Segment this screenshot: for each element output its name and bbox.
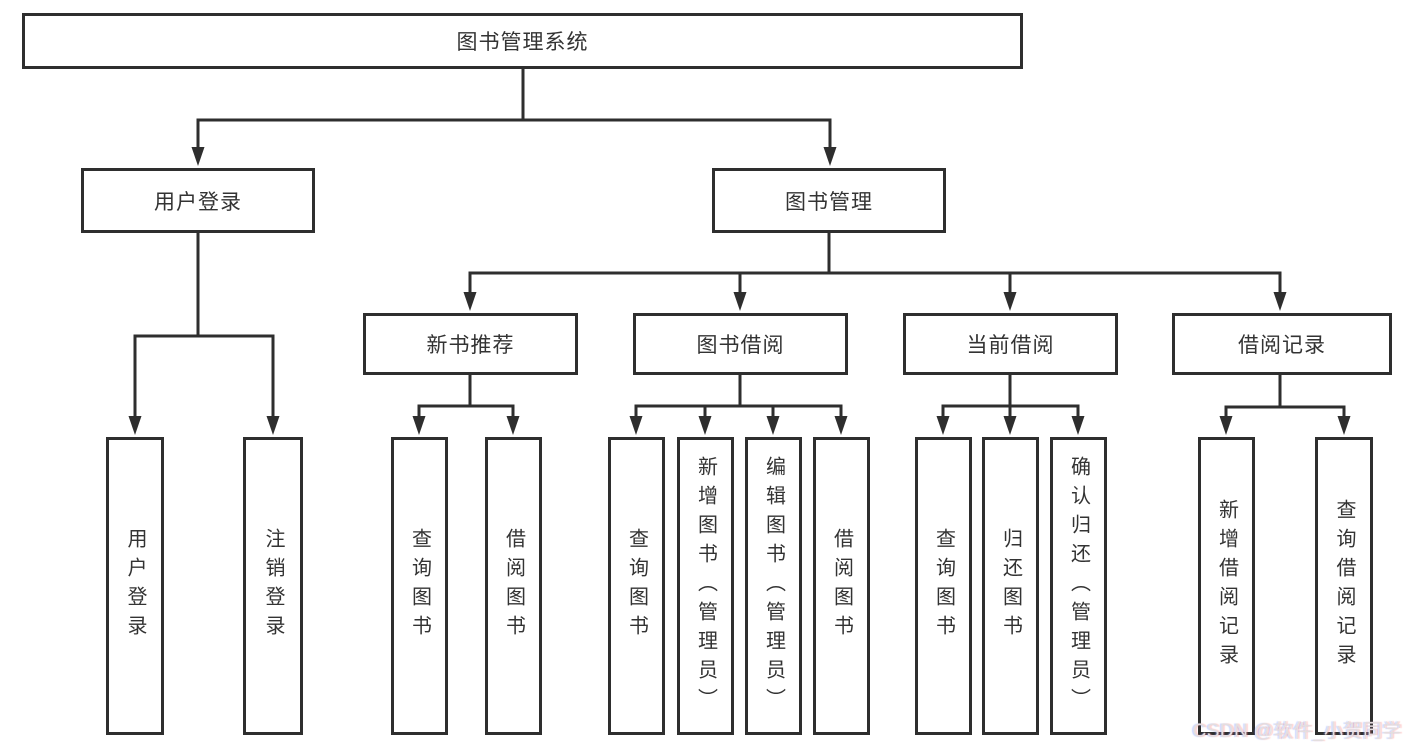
leaf-nb-borrow-books: 借阅图书 [485, 437, 542, 735]
leaf-nb-query-books: 查询图书 [391, 437, 448, 735]
leaf-label: 注销登录 [262, 528, 284, 644]
connector-records-to-leaves [1224, 375, 1346, 419]
node-new-book-recommend: 新书推荐 [363, 313, 578, 375]
arrowhead-icon [1273, 292, 1287, 311]
leaf-bb-add-books: 新增图书（管理员） [677, 437, 734, 735]
connector-newbook-to-leaves [417, 375, 515, 419]
arrowhead-icon [1337, 416, 1351, 435]
leaf-cb-return-books: 归还图书 [982, 437, 1039, 735]
leaf-user-login: 用户登录 [106, 437, 164, 735]
arrowhead-icon [823, 147, 837, 166]
arrowhead-icon [733, 292, 747, 311]
arrowhead-icon [936, 416, 950, 435]
node-book-management: 图书管理 [712, 168, 946, 233]
node-library-management-system: 图书管理系统 [22, 13, 1023, 69]
arrowhead-icon [629, 416, 643, 435]
arrowhead-icon [834, 416, 848, 435]
node-user-login: 用户登录 [81, 168, 315, 233]
node-label: 新书推荐 [426, 334, 515, 357]
node-current-borrow: 当前借阅 [903, 313, 1118, 375]
leaf-label: 查询图书 [932, 528, 955, 644]
arrowhead-icon [1003, 292, 1017, 311]
arrowhead-icon [266, 416, 280, 435]
leaf-bb-edit-books: 编辑图书（管理员） [745, 437, 802, 735]
connector-bookborrow-to-leaves [634, 375, 843, 419]
arrowhead-icon [1219, 416, 1233, 435]
leaf-label: 用户登录 [124, 528, 146, 644]
arrowhead-icon [1071, 416, 1085, 435]
node-label: 图书管理 [785, 190, 873, 214]
node-label: 借阅记录 [1238, 334, 1326, 357]
leaf-logout: 注销登录 [243, 437, 303, 735]
leaf-label: 编辑图书（管理员） [762, 455, 785, 717]
node-label: 图书借阅 [696, 334, 785, 357]
arrowhead-icon [191, 147, 205, 166]
leaf-label: 确认归还（管理员） [1067, 455, 1090, 717]
leaf-label: 新增借阅记录 [1215, 499, 1238, 673]
node-book-borrow: 图书借阅 [633, 313, 848, 375]
leaf-cb-query-books: 查询图书 [915, 437, 972, 735]
node-borrow-records: 借阅记录 [1172, 313, 1392, 375]
arrowhead-icon [506, 416, 520, 435]
leaf-label: 查询图书 [408, 528, 431, 644]
arrowhead-icon [463, 292, 477, 311]
connector-currentborrow-to-leaves [941, 375, 1080, 419]
leaf-label: 查询借阅记录 [1333, 499, 1355, 673]
node-label: 当前借阅 [966, 334, 1055, 357]
leaf-label: 归还图书 [999, 528, 1022, 644]
arrowhead-icon [698, 416, 712, 435]
arrowhead-icon [1003, 416, 1017, 435]
node-label: 用户登录 [154, 190, 242, 214]
connector-userlogin-to-leaves [133, 233, 275, 419]
leaf-label: 新增图书（管理员） [694, 455, 717, 717]
arrowhead-icon [128, 416, 142, 435]
leaf-label: 借阅图书 [502, 528, 525, 644]
leaf-label: 借阅图书 [830, 528, 853, 644]
connector-root-to-level2 [196, 68, 832, 150]
node-label: 图书管理系统 [456, 31, 589, 54]
csdn-watermark: CSDN @软件_小贺同学 [1192, 721, 1402, 742]
arrowhead-icon [766, 416, 780, 435]
leaf-br-add-record: 新增借阅记录 [1198, 437, 1255, 735]
leaf-cb-confirm-return: 确认归还（管理员） [1050, 437, 1107, 735]
leaf-br-query-record: 查询借阅记录 [1315, 437, 1373, 735]
arrowhead-icon [412, 416, 426, 435]
connector-bookmgmt-to-level3 [468, 233, 1282, 295]
leaf-bb-query-books: 查询图书 [608, 437, 665, 735]
leaf-bb-borrow-books: 借阅图书 [813, 437, 870, 735]
leaf-label: 查询图书 [625, 528, 648, 644]
